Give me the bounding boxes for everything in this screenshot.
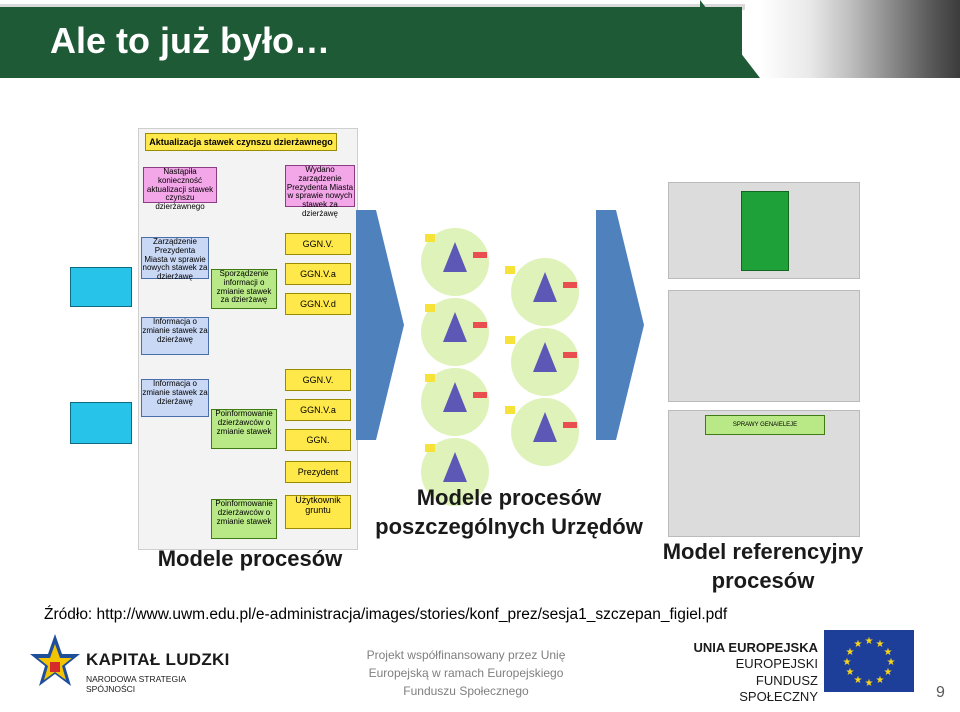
process-activity-box: Poinformowanie dzierżawców o zmianie sta… [211, 409, 277, 449]
svg-text:★: ★ [876, 675, 885, 686]
caption-middle-line2: poszczególnych Urzędów [375, 513, 643, 539]
svg-text:★: ★ [876, 639, 885, 650]
process-document-box: Informacja o zmianie stawek za dzierżawę [141, 317, 209, 355]
kapital-ludzki-logo: KAPITAŁ LUDZKI NARODOWA STRATEGIA SPÓJNO… [30, 630, 235, 700]
slide-header: Ale to już było… [0, 0, 960, 78]
caption-left: Modele procesów [157, 546, 343, 571]
svg-text:★: ★ [846, 667, 855, 678]
eu-line2: EUROPEJSKI [735, 656, 818, 672]
svg-text:★: ★ [865, 636, 874, 647]
page-number: 9 [936, 684, 945, 701]
svg-text:★: ★ [884, 667, 893, 678]
role-box: GGN.V. [285, 369, 351, 391]
cofinancing-note: Projekt współfinansowany przez Unię Euro… [366, 648, 566, 698]
process-connector-box [70, 402, 132, 444]
reference-model-bottom: SPRAWY GENAIELEJE [668, 410, 860, 537]
kapital-ludzki-emblem-icon [30, 634, 80, 686]
svg-text:★: ★ [843, 657, 852, 668]
kapital-ludzki-title: KAPITAŁ LUDZKI [86, 650, 230, 669]
process-document-box: Zarządzenie Prezydenta Miasta w sprawie … [141, 237, 209, 282]
kapital-ludzki-subtitle: NARODOWA STRATEGIA SPÓJNOŚCI [86, 674, 186, 694]
process-document-box: Informacja o zmianie stawek za dzierżawę [141, 379, 209, 417]
role-box: GGN.V. [285, 233, 351, 255]
process-connector-box [70, 267, 132, 307]
role-box: Użytkownik gruntu [285, 495, 351, 529]
right-arrow-1 [356, 210, 404, 440]
left-process-model: Aktualizacja stawek czynszu dzierżawnego… [138, 128, 358, 550]
eu-flag-icon: ★★★ ★★★ ★★★ ★★★ [824, 630, 914, 692]
caption-middle-line1: Modele procesów [416, 485, 602, 510]
svg-text:★: ★ [854, 639, 863, 650]
reference-central-node [741, 191, 789, 271]
role-box: GGN.V.d [285, 293, 351, 315]
right-arrow-2 [596, 210, 644, 440]
svg-text:★: ★ [865, 678, 874, 689]
reference-model-middle [668, 290, 860, 402]
left-panel-heading: Aktualizacja stawek czynszu dzierżawnego [145, 133, 337, 151]
role-box: GGN.V.a [285, 263, 351, 285]
header-slant [700, 0, 760, 78]
role-box: Prezydent [285, 461, 351, 483]
header-building-photo [760, 0, 960, 78]
caption-middle: Modele procesów poszczególnych Urzędów [375, 484, 643, 541]
slide-title: Ale to już było… [50, 20, 331, 61]
svg-text:★: ★ [884, 647, 893, 658]
role-box: GGN.V.a [285, 399, 351, 421]
process-models-figure: Aktualizacja stawek czynszu dzierżawnego… [70, 120, 880, 605]
svg-text:★: ★ [846, 647, 855, 658]
role-box: GGN. [285, 429, 351, 451]
eu-line1: UNIA EUROPEJSKA [693, 640, 818, 655]
caption-right: Model referencyjny procesów [648, 538, 878, 595]
process-activity-box: Poinformowanie dzierżawców o zmianie sta… [211, 499, 277, 539]
header-band [0, 7, 742, 78]
process-event-box: Wydano zarządzenie Prezydenta Miasta w s… [285, 165, 355, 218]
caption-right-line2: procesów [711, 567, 815, 593]
eu-line3: FUNDUSZ SPOŁECZNY [739, 672, 818, 704]
reference-banner: SPRAWY GENAIELEJE [705, 415, 825, 435]
process-event-box: Nastąpiła konieczność aktualizacji stawe… [143, 167, 217, 211]
eu-fund-text: UNIA EUROPEJSKA EUROPEJSKI FUNDUSZ SPOŁE… [690, 640, 818, 705]
source-citation: Źródło: http://www.uwm.edu.pl/e-administ… [44, 606, 728, 623]
svg-text:★: ★ [887, 657, 896, 668]
svg-text:★: ★ [854, 675, 863, 686]
caption-right-line1: Model referencyjny [662, 539, 864, 564]
reference-model-top [668, 182, 860, 279]
process-activity-box: Sporządzenie informacji o zmianie stawek… [211, 269, 277, 309]
